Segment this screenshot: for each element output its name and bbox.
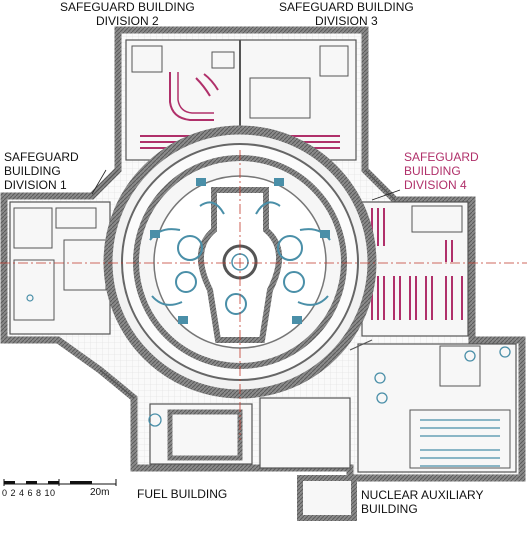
fuel-building-block [148,397,357,521]
label-line: DIVISION 2 [96,14,159,28]
label-line: SAFEGUARD [404,150,479,164]
label-safeguard-division-3: SAFEGUARD BUILDING DIVISION 3 [279,0,414,28]
scale-end-label: 20m [90,487,110,498]
label-fuel-building: FUEL BUILDING [137,487,228,501]
label-line: DIVISION 3 [315,14,378,28]
label-line: NUCLEAR AUXILIARY [361,488,484,502]
label-line: DIVISION 1 [4,178,67,192]
label-line: BUILDING [4,164,61,178]
corridors [91,169,396,399]
label-leaders [91,169,401,201]
label-line: SAFEGUARD [4,150,79,164]
label-safeguard-division-1: SAFEGUARD BUILDING DIVISION 1 [4,150,79,192]
safeguard-division-4-block [361,201,469,337]
scale-bar [3,479,117,486]
label-nuclear-auxiliary-building: NUCLEAR AUXILIARY BUILDING [361,488,484,516]
label-line: SAFEGUARD BUILDING [60,0,195,14]
safeguard-division-1-block [9,201,111,335]
label-safeguard-division-2: SAFEGUARD BUILDING DIVISION 2 [60,0,195,28]
label-line: BUILDING [361,502,418,516]
label-line: BUILDING [404,164,461,178]
center-axes [0,150,527,440]
label-line: SAFEGUARD BUILDING [279,0,414,14]
label-safeguard-division-4: SAFEGUARD BUILDING DIVISION 4 [404,150,479,192]
nuclear-auxiliary-block [357,343,517,473]
scale-ticks: 0 2 4 6 8 10 [2,488,56,498]
label-line: DIVISION 4 [404,178,467,192]
